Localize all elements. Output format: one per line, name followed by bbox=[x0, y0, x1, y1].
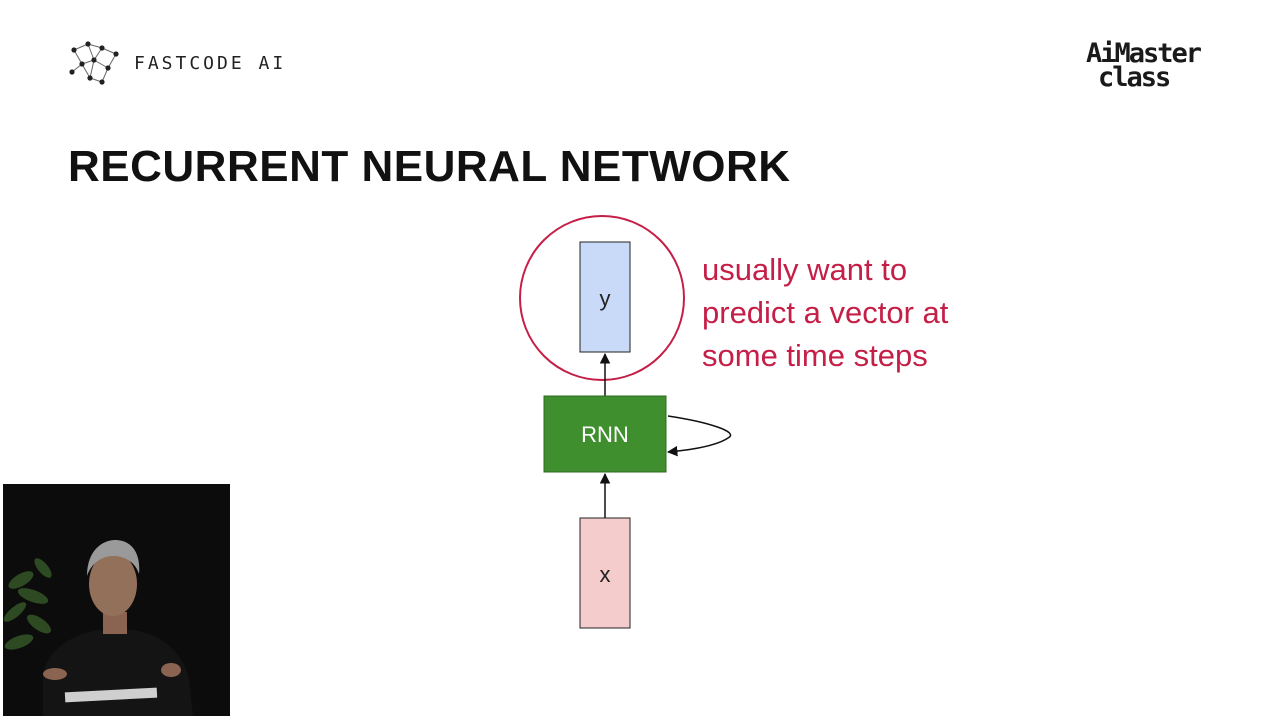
input-node bbox=[579, 517, 631, 629]
presenter-video bbox=[3, 484, 230, 716]
neural-network-logo-icon bbox=[69, 41, 119, 85]
annotation-line: some time steps bbox=[702, 338, 928, 373]
annotation-line: predict a vector at bbox=[702, 295, 949, 330]
output-highlight-circle bbox=[519, 215, 685, 381]
rnn-node-label: RNN bbox=[581, 422, 629, 447]
rnn-node bbox=[543, 395, 667, 473]
presenter-video-icon bbox=[3, 540, 193, 716]
aimasterclass-logo: AiMaster class bbox=[1086, 40, 1212, 94]
slide-title: RECURRENT NEURAL NETWORK bbox=[68, 142, 791, 191]
annotation-line: usually want to bbox=[702, 252, 908, 287]
annotation-text: usually want to predict a vector at some… bbox=[702, 248, 948, 377]
brand-right-line1: AiMaster bbox=[1086, 38, 1202, 69]
output-node-label: y bbox=[600, 286, 611, 311]
fastcode-logo: FASTCODE AI bbox=[68, 38, 286, 88]
brand-right-line2: class bbox=[1098, 62, 1171, 93]
recurrent-loop-arrow bbox=[666, 415, 732, 457]
input-node-label: x bbox=[600, 562, 611, 587]
output-node bbox=[579, 241, 631, 353]
brand-name: FASTCODE AI bbox=[134, 52, 287, 74]
